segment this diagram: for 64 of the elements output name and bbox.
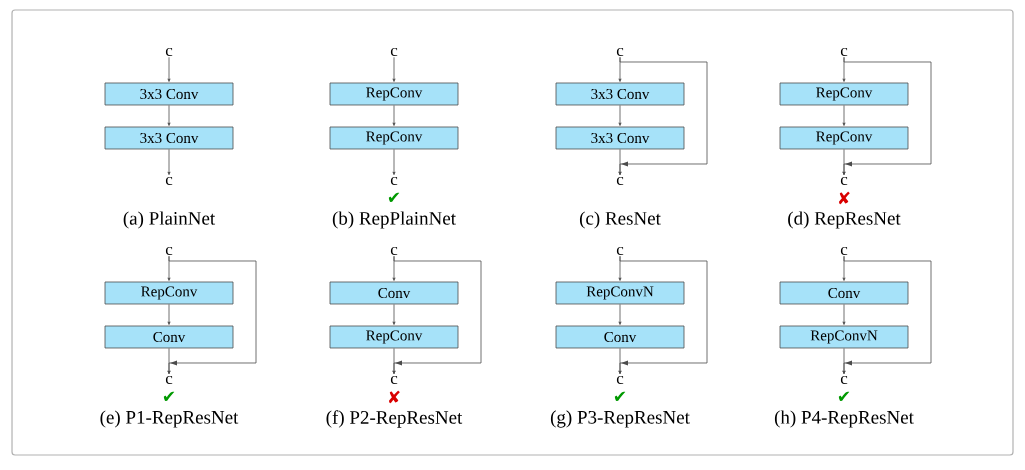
feature-label: c: [390, 47, 398, 57]
feature-label: c: [390, 246, 398, 256]
arrow: [618, 304, 622, 325]
conv-box: RepConv: [329, 126, 459, 150]
conv-box: 3x3 Conv: [555, 126, 685, 150]
caption: (c) ResNet: [579, 211, 661, 229]
feature-label: c: [165, 47, 173, 57]
arrow: [167, 304, 171, 325]
caption: (g) P3-RepResNet: [550, 410, 690, 428]
skip-connection: [618, 255, 708, 375]
conv-box: RepConv: [779, 82, 909, 106]
cross-mark: ✘: [838, 191, 850, 205]
feature-label: c: [616, 176, 624, 186]
conv-box: RepConvN: [555, 281, 685, 305]
arrow: [392, 149, 396, 176]
conv-box: RepConv: [329, 325, 459, 349]
caption: (a) PlainNet: [123, 211, 216, 229]
caption: (e) P1-RepResNet: [100, 410, 239, 428]
feature-label: c: [616, 47, 624, 57]
caption: (f) P2-RepResNet: [326, 410, 463, 428]
conv-box: 3x3 Conv: [555, 82, 685, 106]
feature-label: c: [616, 375, 624, 385]
feature-label: c: [165, 375, 173, 385]
skip-connection: [392, 255, 482, 375]
caption: (d) RepResNet: [788, 211, 901, 229]
conv-box: RepConv: [104, 281, 234, 305]
feature-label: c: [165, 176, 173, 186]
arrow: [842, 105, 846, 126]
conv-box: Conv: [329, 281, 459, 305]
arrow: [392, 304, 396, 325]
arrow: [167, 56, 171, 82]
feature-label: c: [840, 176, 848, 186]
conv-box: 3x3 Conv: [104, 82, 234, 106]
skip-connection: [618, 56, 708, 176]
conv-box: Conv: [104, 325, 234, 349]
skip-connection: [842, 255, 932, 375]
feature-label: c: [390, 375, 398, 385]
arrow: [167, 149, 171, 176]
check-mark: ✔: [838, 391, 850, 401]
conv-box: RepConv: [329, 82, 459, 106]
conv-box: RepConv: [779, 126, 909, 150]
feature-label: c: [840, 47, 848, 57]
arrow: [392, 105, 396, 126]
arrow: [842, 304, 846, 325]
cross-mark: ✘: [388, 390, 400, 404]
check-mark: ✔: [163, 391, 175, 401]
skip-connection: [167, 255, 257, 375]
feature-label: c: [165, 246, 173, 256]
feature-label: c: [840, 246, 848, 256]
arrow: [167, 105, 171, 126]
conv-box: Conv: [779, 281, 909, 305]
conv-box: RepConvN: [779, 325, 909, 349]
conv-box: 3x3 Conv: [104, 126, 234, 150]
arrow: [392, 56, 396, 82]
check-mark: ✔: [614, 391, 626, 401]
check-mark: ✔: [388, 192, 400, 202]
feature-label: c: [616, 246, 624, 256]
feature-label: c: [390, 176, 398, 186]
skip-connection: [842, 56, 932, 176]
caption: (b) RepPlainNet: [332, 211, 456, 229]
caption: (h) P4-RepResNet: [774, 410, 914, 428]
conv-box: Conv: [555, 325, 685, 349]
arrow: [618, 105, 622, 126]
feature-label: c: [840, 375, 848, 385]
